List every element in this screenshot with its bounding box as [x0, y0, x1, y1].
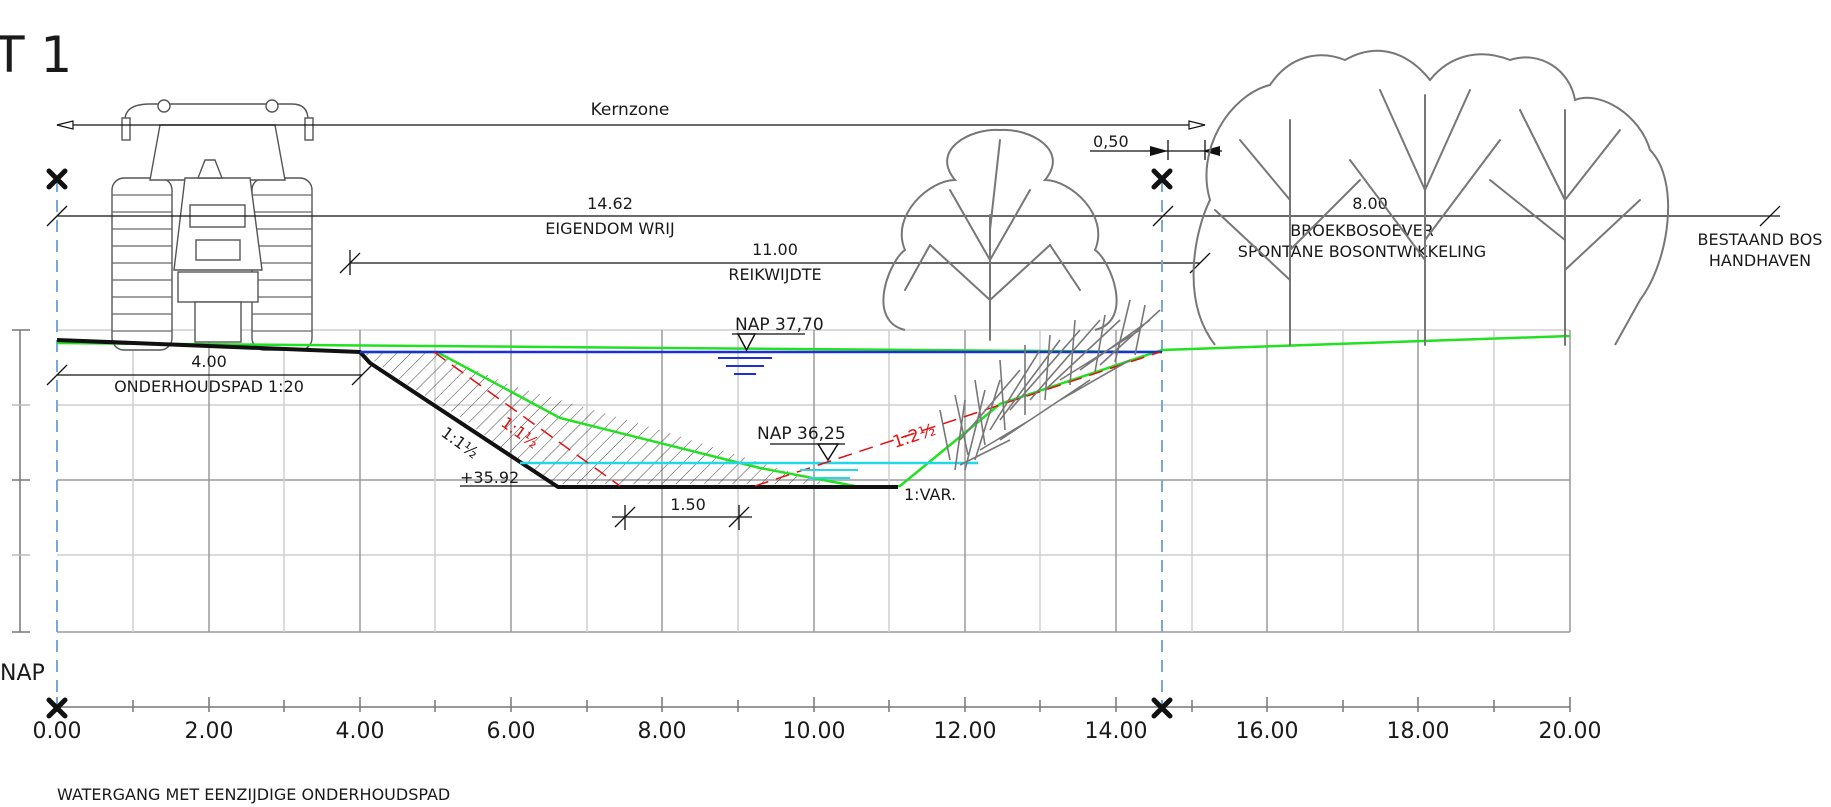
tractor-illustration [111, 99, 314, 351]
eigendom-dimension [46, 205, 1781, 227]
x-tick-label: 10.00 [783, 719, 846, 744]
kernzone-dimension [56, 120, 1206, 130]
offset-dimension [1090, 140, 1222, 160]
x-tick-label: 18.00 [1387, 719, 1450, 744]
vertical-scale [12, 329, 30, 633]
onderhoudspad-dimension [46, 364, 373, 386]
nap-axis-label: NAP [0, 661, 45, 686]
boundary-marker-left [46, 168, 68, 719]
eigendom-value: 14.62 [587, 194, 633, 213]
existing-ground-line [56, 341, 1163, 354]
x-tick-label: 2.00 [185, 719, 234, 744]
offset-value: 0,50 [1093, 132, 1129, 151]
broekbos-label-1: BROEKBOSOEVER [1290, 221, 1434, 240]
water-level-low-symbol [770, 443, 858, 479]
bottom-width-dimension [612, 505, 752, 530]
slope-var-label: 1:VAR. [904, 485, 956, 504]
water-level-high-symbol [718, 333, 805, 375]
onderhoudspad-label: ONDERHOUDSPAD 1:20 [114, 377, 304, 396]
reikwijdte-value: 11.00 [752, 240, 798, 259]
x-tick-label: 0.00 [33, 719, 82, 744]
kernzone-label: Kernzone [591, 100, 670, 120]
reikwijdte-dimension [339, 250, 1211, 275]
excavation-hatch [362, 352, 828, 484]
title-fragment: T 1 [0, 26, 72, 84]
bottom-level-label: +35.92 [460, 468, 519, 487]
nap-high-label: NAP 37,70 [735, 315, 824, 335]
x-tick-label: 12.00 [934, 719, 997, 744]
x-tick-label: 16.00 [1236, 719, 1299, 744]
x-tick-label: 20.00 [1539, 719, 1602, 744]
drawing-caption: WATERGANG MET EENZIJDIGE ONDERHOUDSPAD [57, 785, 450, 804]
reikwijdte-label: REIKWIJDTE [728, 265, 821, 284]
slope-red-left [433, 351, 621, 487]
x-axis: 0.00 2.00 4.00 6.00 8.00 10.00 12.00 14.… [33, 697, 1602, 744]
large-trees [1192, 49, 1670, 346]
ground-right-line [1161, 334, 1571, 352]
x-tick-label: 14.00 [1085, 719, 1148, 744]
slope-right-red-label: 1:2½ [890, 420, 938, 453]
nap-low-label: NAP 36,25 [757, 424, 846, 444]
slope-red-right [754, 351, 1161, 487]
x-tick-label: 6.00 [487, 719, 536, 744]
scrub-vegetation [939, 299, 1161, 471]
broekbos-label-2: SPONTANE BOSONTWIKKELING [1238, 242, 1486, 261]
x-tick-label: 8.00 [638, 719, 687, 744]
onderhoudspad-value: 4.00 [191, 352, 227, 371]
bottom-width-label: 1.50 [670, 495, 706, 514]
existing-profile-line [56, 338, 898, 489]
small-tree [882, 128, 1118, 341]
bestaand-label-2: HANDHAVEN [1709, 251, 1811, 270]
slope-left-label: 1:1½ [438, 423, 483, 463]
eigendom-label: EIGENDOM WRIJ [545, 219, 674, 238]
x-tick-label: 4.00 [336, 719, 385, 744]
boundary-marker-right [1151, 168, 1173, 719]
bestaand-label-1: BESTAAND BOS [1698, 230, 1823, 249]
